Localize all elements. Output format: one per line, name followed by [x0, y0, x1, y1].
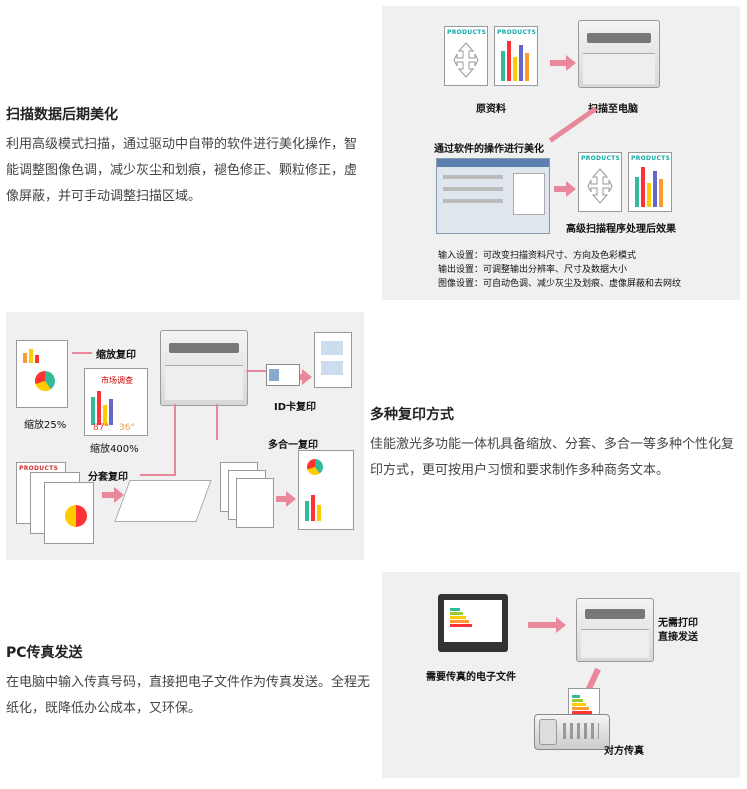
label-collate: 分套复印 — [88, 472, 128, 483]
pie-icon — [35, 371, 55, 391]
bar-graphic — [635, 167, 663, 207]
arrow-to-printer — [550, 55, 576, 71]
enlarge-doc: 市场调查 87° 36° — [84, 368, 148, 436]
note-image: 图像设置：可自动色调、减少灰尘及划痕、虚像屏蔽和去网纹 — [438, 279, 682, 289]
result-doc-2: PRODUCTS — [628, 152, 672, 212]
section-copy-body: 佳能激光多功能一体机具备缩放、分套、多合一等多种个性化复印方式，更可按用户习惯和… — [370, 437, 735, 478]
arrow-to-multi — [276, 491, 296, 507]
connector-collate-up — [174, 404, 176, 476]
label-87: 87° — [93, 423, 109, 433]
arrows-graphic-icon — [587, 168, 613, 204]
label-result: 高级扫描程序处理后效果 — [566, 224, 676, 235]
label-fax: 对方传真 — [604, 746, 644, 757]
section-fax-title: PC传真发送 — [6, 645, 83, 661]
id-copy-doc — [314, 332, 352, 388]
output-sheets — [114, 480, 212, 522]
shrink-doc — [16, 340, 68, 408]
label-software: 通过软件的操作进行美化 — [434, 144, 544, 155]
connector-zoom — [72, 352, 92, 354]
label-original: 原资料 — [476, 104, 506, 115]
doc-title: PRODUCTS — [581, 155, 621, 162]
pie-icon — [65, 505, 87, 527]
section-fax-text: PC传真发送 在电脑中输入传真号码，直接把电子文件作为传真发送。全程无纸化，既降… — [6, 642, 372, 722]
bar-graphic — [501, 41, 529, 81]
doc-title: PRODUCTS — [631, 155, 671, 162]
fax-figure-panel: 需要传真的电子文件 无需打印 直接发送 对方传真 — [382, 572, 740, 778]
label-multi: 多合一复印 — [268, 440, 318, 451]
arrow-to-result — [554, 181, 576, 197]
doc-title: PRODUCTS — [447, 29, 487, 36]
multi-doc — [298, 450, 354, 530]
fax-machine-icon — [534, 714, 610, 750]
label-efile: 需要传真的电子文件 — [426, 672, 516, 683]
pie-icon — [307, 459, 323, 475]
section-copy-text: 多种复印方式 佳能激光多功能一体机具备缩放、分套、多合一等多种个性化复印方式，更… — [370, 404, 742, 484]
doc-title: PRODUCTS — [19, 465, 59, 472]
printer-icon — [576, 598, 654, 662]
note-output: 输出设置：可调整输出分辨率、尺寸及数据大小 — [438, 265, 628, 275]
arrow-to-sets — [102, 487, 124, 503]
printer-icon — [578, 20, 660, 88]
original-doc-2: PRODUCTS — [494, 26, 538, 86]
note-input: 输入设置：可改变扫描资料尺寸、方向及色彩模式 — [438, 251, 637, 261]
software-window — [436, 158, 550, 234]
result-doc-1: PRODUCTS — [578, 152, 622, 212]
energy-label-graphic — [450, 608, 472, 627]
section-scan-body: 利用高级模式扫描，通过驱动中自带的软件进行美化操作，智能调整图像色调，减少灰尘和… — [6, 137, 358, 204]
connector-multi — [216, 404, 218, 440]
connector-collate — [140, 474, 176, 476]
label-enlarge: 缩放400% — [90, 444, 139, 455]
arrow-to-id — [300, 369, 312, 385]
set-doc-3 — [236, 478, 274, 528]
arrows-graphic-icon — [453, 42, 479, 78]
diagonal-arrow — [548, 106, 598, 143]
copy-figure-panel: 缩放25% 缩放复印 市场调查 87° 36° 缩放400% ID卡复印 多合一… — [6, 312, 364, 560]
label-shrink: 缩放25% — [24, 420, 67, 431]
original-doc-1: PRODUCTS — [444, 26, 488, 86]
arrow-to-printer — [528, 617, 566, 633]
label-direct-send: 直接发送 — [658, 632, 698, 643]
label-market: 市场调查 — [101, 376, 133, 385]
scan-figure-panel: PRODUCTS PRODUCTS 原资料 扫描至电脑 通过软件的操作进行美化 … — [382, 6, 740, 300]
section-scan-title: 扫描数据后期美化 — [6, 107, 118, 123]
id-card — [266, 364, 300, 386]
label-scan-to-pc: 扫描至电脑 — [588, 104, 638, 115]
label-36: 36° — [119, 423, 135, 433]
monitor-icon — [438, 594, 508, 652]
section-fax-body: 在电脑中输入传真号码，直接把电子文件作为传真发送。全程无纸化，既降低办公成本，又… — [6, 675, 371, 716]
doc-title: PRODUCTS — [497, 29, 537, 36]
section-copy-title: 多种复印方式 — [370, 407, 454, 423]
section-scan-text: 扫描数据后期美化 利用高级模式扫描，通过驱动中自带的软件进行美化操作，智能调整图… — [6, 104, 368, 210]
label-id-copy: ID卡复印 — [274, 402, 317, 413]
label-zoom: 缩放复印 — [96, 350, 136, 361]
label-noprint: 无需打印 — [658, 618, 698, 629]
printer-icon — [160, 330, 248, 406]
